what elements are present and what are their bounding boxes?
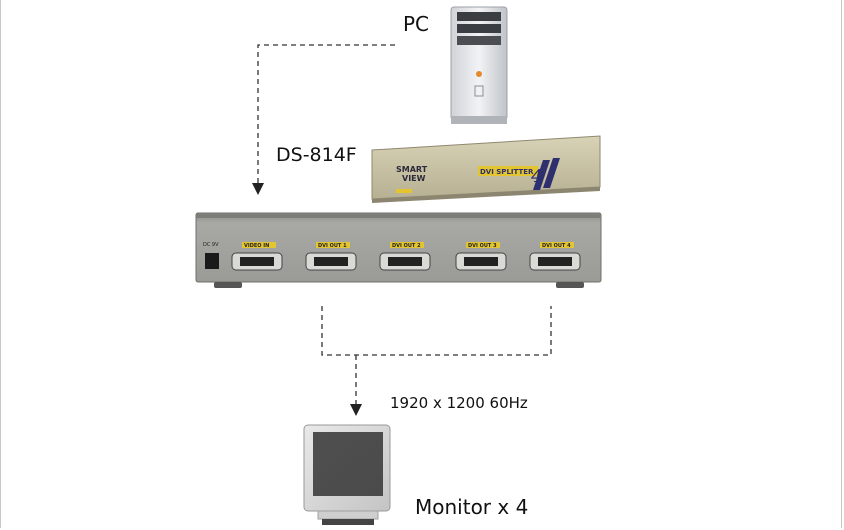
product-text: DVI SPLITTER [480,168,534,176]
arrow-down-icon [252,183,264,195]
brand-text: SMART [396,165,428,174]
splitter-back-panel: DC 9V VIDEO IN DVI OUT 1 DVI OUT 2 DVI O… [195,212,602,288]
dvi-output-port-2: DVI OUT 2 [379,242,431,271]
pc-tower [450,6,508,124]
splitter-front-view: SMART VIEW DVI SPLITTER 4 [371,135,601,203]
input-port-label: VIDEO IN [244,243,269,249]
port-count-text: 4 [531,166,544,187]
power-led-icon [476,71,482,77]
pc-to-splitter-line [257,44,395,183]
output-port-label-4: DVI OUT 4 [542,243,571,249]
brand-text-2: VIEW [402,174,426,183]
model-label: DS-814F [276,144,357,166]
output-port-label-1: DVI OUT 1 [318,243,347,249]
dvi-output-port-1: DVI OUT 1 [305,242,357,271]
output-port-label-3: DVI OUT 3 [468,243,497,249]
arrow-down-icon [350,404,362,416]
power-jack-icon [205,253,219,269]
dvi-input-port: VIDEO IN [231,242,283,271]
outputs-to-monitor-line [321,306,552,404]
dvi-output-port-3: DVI OUT 3 [455,242,507,271]
power-label: DC 9V [203,242,219,248]
dvi-output-port-4: DVI OUT 4 [529,242,581,271]
resolution-label: 1920 x 1200 60Hz [390,394,528,412]
monitor [303,424,391,525]
monitor-label: Monitor x 4 [415,495,529,519]
pc-label: PC [403,12,430,36]
output-port-label-2: DVI OUT 2 [392,243,421,249]
